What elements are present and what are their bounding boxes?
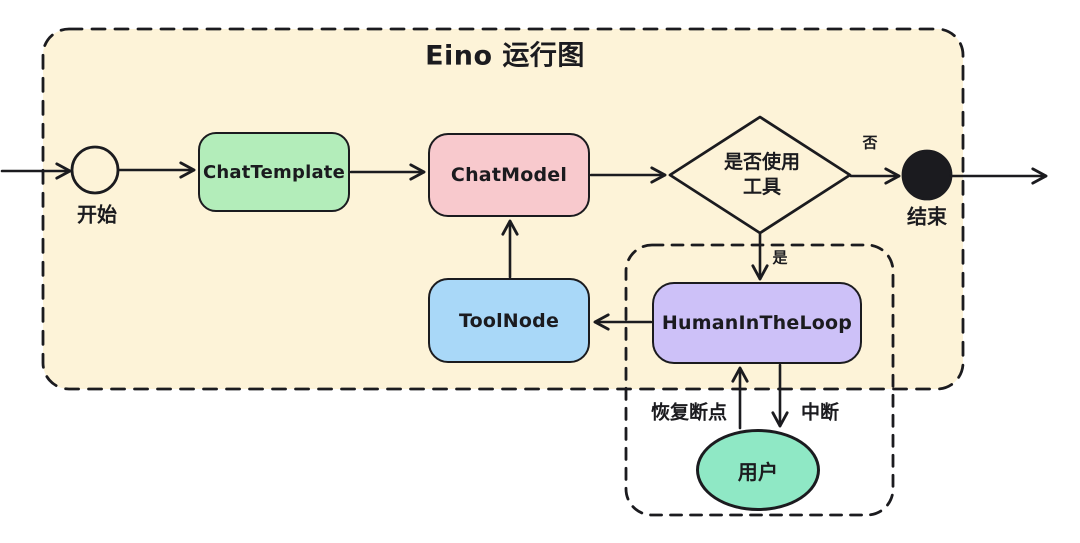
decision-label-line1: 是否使用: [723, 151, 801, 173]
diagram-title: Eino 运行图: [425, 40, 585, 72]
edge-label-interrupt: 中断: [800, 401, 840, 424]
end-node-circle: [901, 149, 953, 201]
decision-diamond: [668, 115, 852, 235]
start-node-circle: [70, 145, 120, 195]
start-label: 开始: [77, 202, 117, 227]
end-label: 结束: [907, 204, 947, 229]
tool-node: ToolNode: [428, 278, 590, 363]
human-in-the-loop-node: HumanInTheLoop: [652, 282, 862, 364]
edge-label-no: 否: [862, 133, 878, 152]
chat-template-node: ChatTemplate: [198, 132, 350, 212]
chat-model-node: ChatModel: [428, 133, 590, 217]
decision-label: 是否使用 工具: [724, 150, 800, 200]
user-node: 用户: [696, 429, 820, 511]
decision-label-line2: 工具: [742, 176, 782, 198]
edge-label-yes: 是: [772, 248, 788, 267]
edge-label-resume: 恢复断点: [650, 401, 728, 424]
